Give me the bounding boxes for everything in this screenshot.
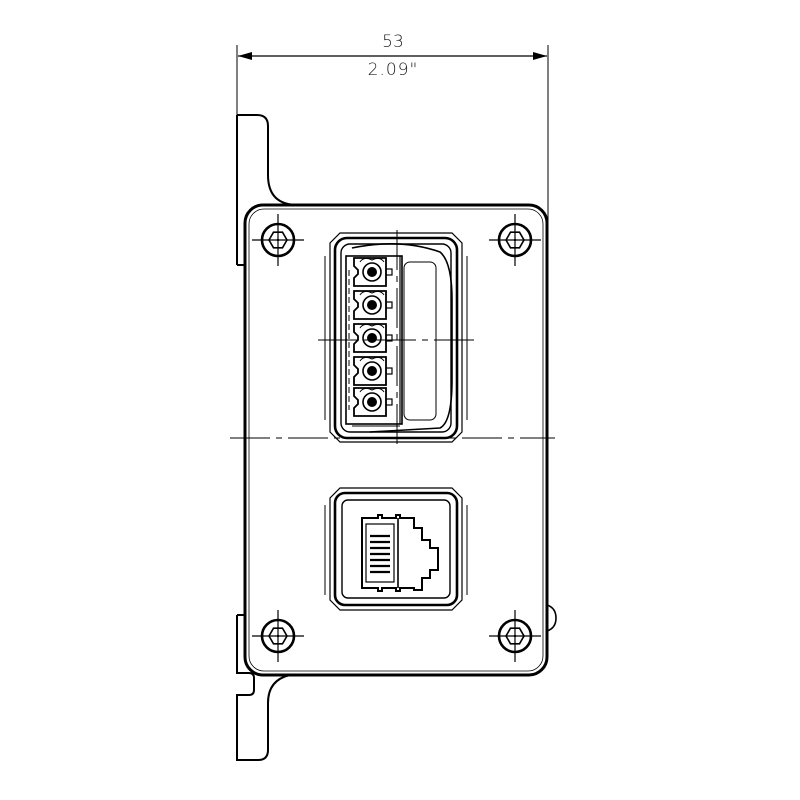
mounting-screw-top-right [487,212,543,268]
mounting-screw-top-left [250,212,306,268]
terminal-pin-2 [353,290,393,320]
dimension-value-mm: 53 [382,32,404,52]
dimension-line [236,45,549,640]
terminal-pin-4 [353,356,393,386]
mounting-screw-bottom-right [487,608,543,664]
terminal-pin-5 [353,387,393,417]
terminal-pin-1 [353,257,393,287]
panel-plate [243,203,557,677]
terminal-block-connector [324,232,468,443]
rj45-port [324,487,468,611]
mounting-screw-bottom-left [250,608,306,664]
terminal-pin-3 [353,323,393,353]
dimension-value-inches: 2.09" [367,60,419,80]
